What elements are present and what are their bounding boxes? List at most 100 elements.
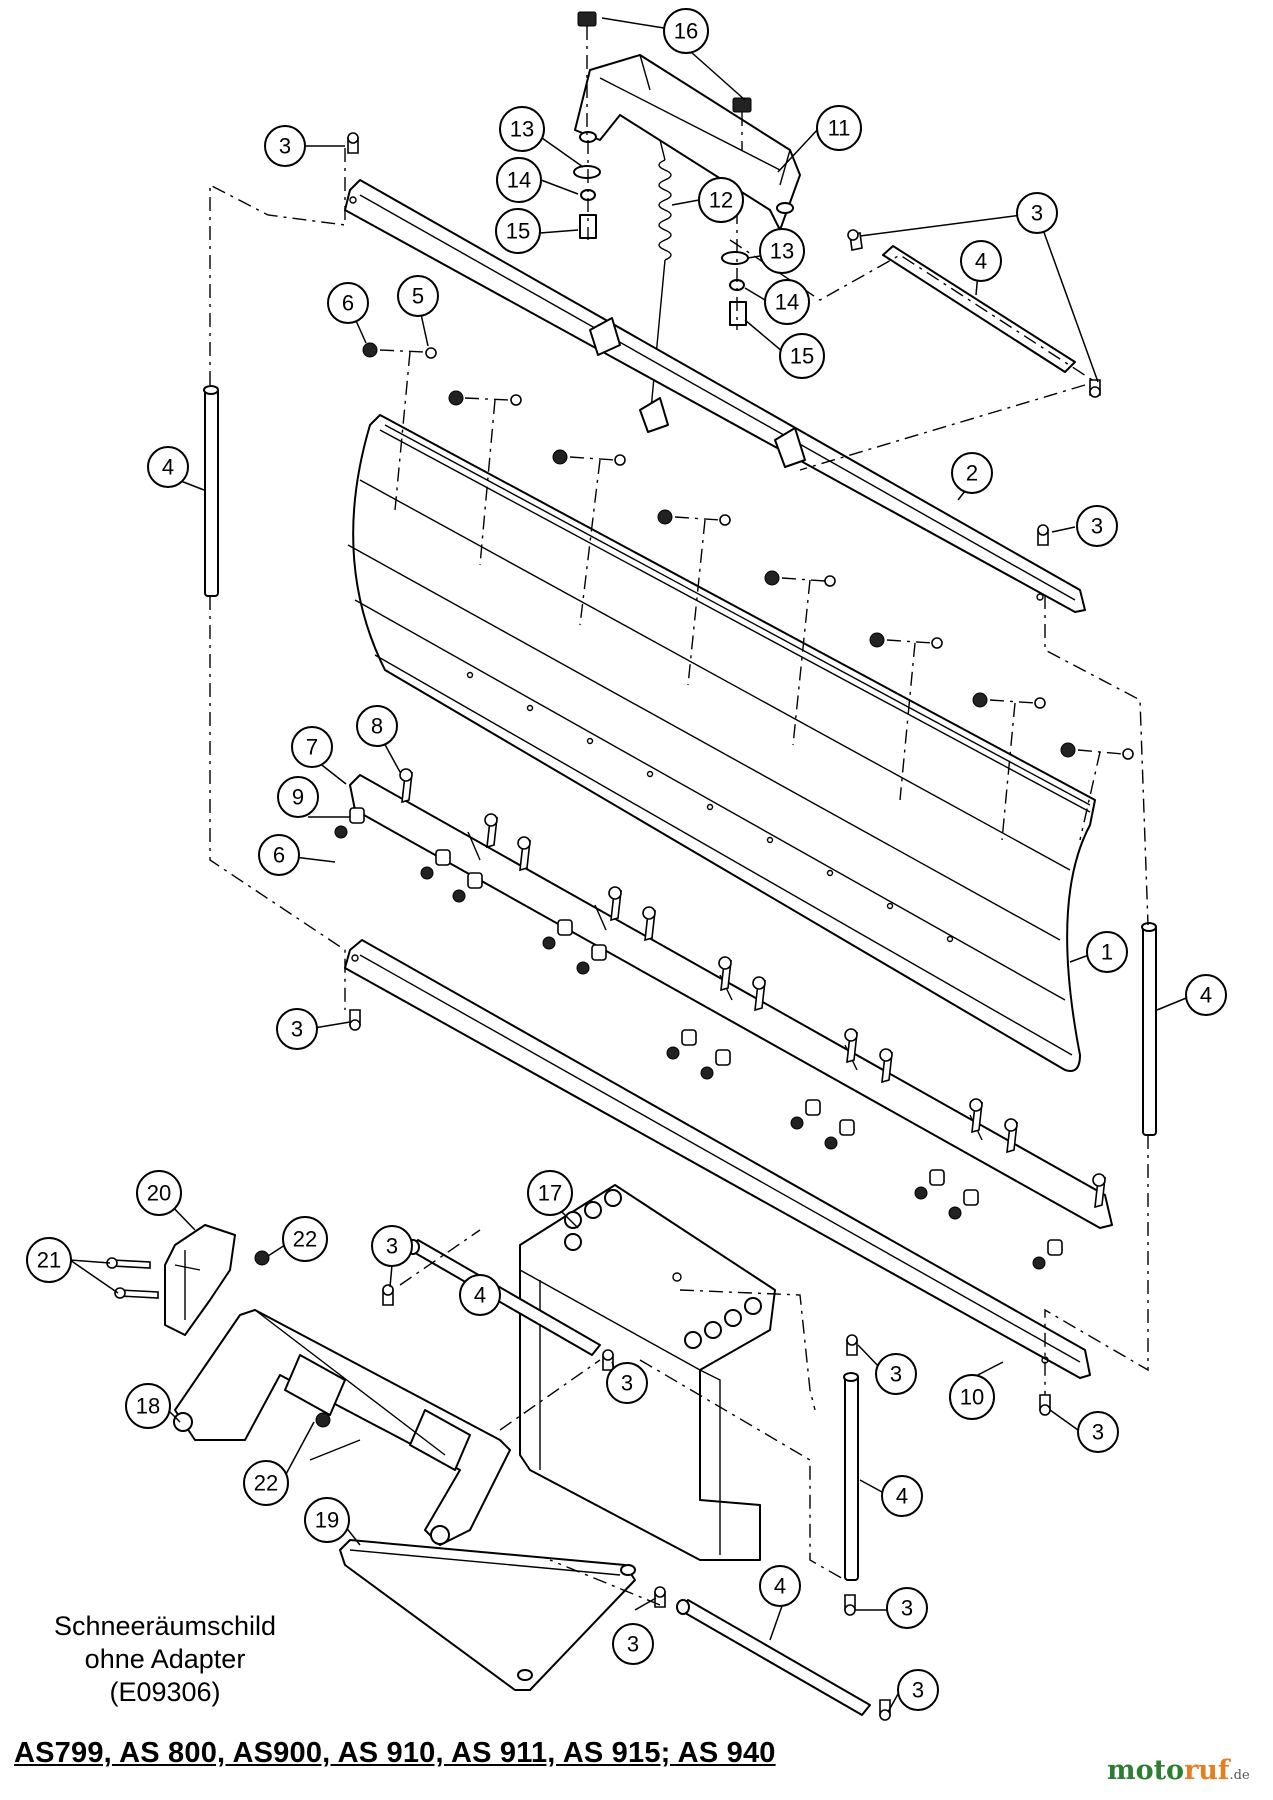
svg-text:12: 12 <box>709 188 733 213</box>
caption-line-2: ohne Adapter <box>84 1644 246 1674</box>
pivot-rod-right <box>1141 922 1157 1136</box>
svg-text:10: 10 <box>960 1385 984 1410</box>
callout-7: 7 <box>291 726 333 768</box>
callout-3: 3 <box>276 1008 318 1050</box>
top-bolts <box>577 11 752 150</box>
svg-text:7: 7 <box>306 735 318 760</box>
svg-text:3: 3 <box>912 1678 924 1703</box>
adapter-bracket <box>164 1224 270 1336</box>
spacer-stack-right <box>721 210 749 330</box>
svg-text:6: 6 <box>273 843 285 868</box>
svg-text:4: 4 <box>162 455 174 480</box>
svg-text:1: 1 <box>1101 940 1113 965</box>
callout-8: 8 <box>356 705 398 747</box>
callout-21: 21 <box>26 1237 72 1283</box>
svg-text:4: 4 <box>896 1484 908 1509</box>
svg-text:3: 3 <box>1031 201 1043 226</box>
callout-3: 3 <box>886 1587 928 1629</box>
svg-text:19: 19 <box>315 1508 339 1533</box>
caption-line-3: (E09306) <box>109 1677 221 1707</box>
callout-4: 4 <box>1185 974 1227 1016</box>
model-list: AS799, AS 800, AS900, AS 910, AS 911, AS… <box>14 1737 776 1769</box>
svg-text:22: 22 <box>293 1227 317 1252</box>
svg-text:3: 3 <box>627 1632 639 1657</box>
callout-18: 18 <box>125 1383 171 1429</box>
callout-3: 3 <box>612 1623 654 1665</box>
foot-plate <box>339 1539 636 1691</box>
svg-text:5: 5 <box>412 284 424 309</box>
svg-text:3: 3 <box>1092 1420 1104 1445</box>
callout-5: 5 <box>397 275 439 317</box>
callout-16: 16 <box>663 8 709 54</box>
callout-17: 17 <box>527 1170 573 1216</box>
spacer-stack-left <box>573 140 601 240</box>
pivot-rod-lower-b <box>843 1372 859 1581</box>
nut-row <box>334 807 1063 1270</box>
svg-text:16: 16 <box>674 19 698 44</box>
watermark-part1: moto <box>1107 1755 1185 1786</box>
svg-text:3: 3 <box>890 1362 902 1387</box>
callout-3: 3 <box>1016 192 1058 234</box>
callout-1: 1 <box>1086 931 1128 973</box>
svg-text:4: 4 <box>975 249 987 274</box>
svg-text:17: 17 <box>538 1181 562 1206</box>
callout-12: 12 <box>698 177 744 223</box>
svg-text:13: 13 <box>770 239 794 264</box>
callout-2: 2 <box>951 452 993 494</box>
svg-text:2: 2 <box>966 461 978 486</box>
callout-4: 4 <box>881 1475 923 1517</box>
svg-text:3: 3 <box>386 1234 398 1259</box>
hitch-frame <box>173 1309 511 1546</box>
adapter-bolts <box>106 1257 159 1299</box>
assembly-lines <box>209 148 1149 1395</box>
callout-3: 3 <box>264 125 306 167</box>
tension-spring <box>649 139 672 421</box>
svg-text:14: 14 <box>507 168 531 193</box>
svg-text:4: 4 <box>1200 983 1212 1008</box>
callout-4: 4 <box>147 446 189 488</box>
upper-push-bar <box>344 179 1086 613</box>
callout-4: 4 <box>759 1565 801 1607</box>
callout-14: 14 <box>764 279 810 325</box>
watermark-logo: motoruf.de <box>1107 1755 1250 1786</box>
callout-11: 11 <box>816 105 862 151</box>
blade-top-fasteners <box>362 342 1134 841</box>
small-bolts-upper <box>347 132 1101 1416</box>
svg-text:14: 14 <box>775 290 799 315</box>
diagram-caption: Schneeräumschild ohne Adapter (E09306) <box>30 1610 300 1709</box>
callout-15: 15 <box>495 208 541 254</box>
edge-fasteners <box>334 768 1106 1270</box>
svg-text:3: 3 <box>279 134 291 159</box>
callout-3: 3 <box>606 1362 648 1404</box>
callout-22: 22 <box>282 1216 328 1262</box>
callout-22: 22 <box>243 1460 289 1506</box>
watermark-tld: .de <box>1229 1768 1250 1783</box>
svg-text:15: 15 <box>506 219 530 244</box>
callout-6: 6 <box>327 282 369 324</box>
callout-13: 13 <box>499 106 545 152</box>
callout-3: 3 <box>875 1353 917 1395</box>
top-mount-bracket <box>574 54 801 231</box>
callout-3: 3 <box>1077 1411 1119 1453</box>
callout-15: 15 <box>779 333 825 379</box>
svg-text:18: 18 <box>136 1394 160 1419</box>
svg-text:11: 11 <box>828 116 851 141</box>
callout-6: 6 <box>258 834 300 876</box>
svg-text:8: 8 <box>371 714 383 739</box>
svg-text:21: 21 <box>37 1248 61 1273</box>
caption-line-1: Schneeräumschild <box>53 1611 277 1641</box>
small-bolts-lower <box>382 1229 891 1721</box>
blade-bolt-holes <box>466 671 954 943</box>
svg-text:3: 3 <box>1091 514 1103 539</box>
svg-text:3: 3 <box>621 1371 633 1396</box>
callout-3: 3 <box>1076 505 1118 547</box>
svg-text:3: 3 <box>291 1017 303 1042</box>
callout-3: 3 <box>897 1669 939 1711</box>
svg-text:6: 6 <box>342 291 354 316</box>
svg-text:4: 4 <box>474 1283 486 1308</box>
watermark-part2: ruf <box>1184 1755 1230 1786</box>
pivot-rod-left <box>203 385 219 597</box>
svg-text:22: 22 <box>254 1471 278 1496</box>
svg-text:3: 3 <box>901 1596 913 1621</box>
